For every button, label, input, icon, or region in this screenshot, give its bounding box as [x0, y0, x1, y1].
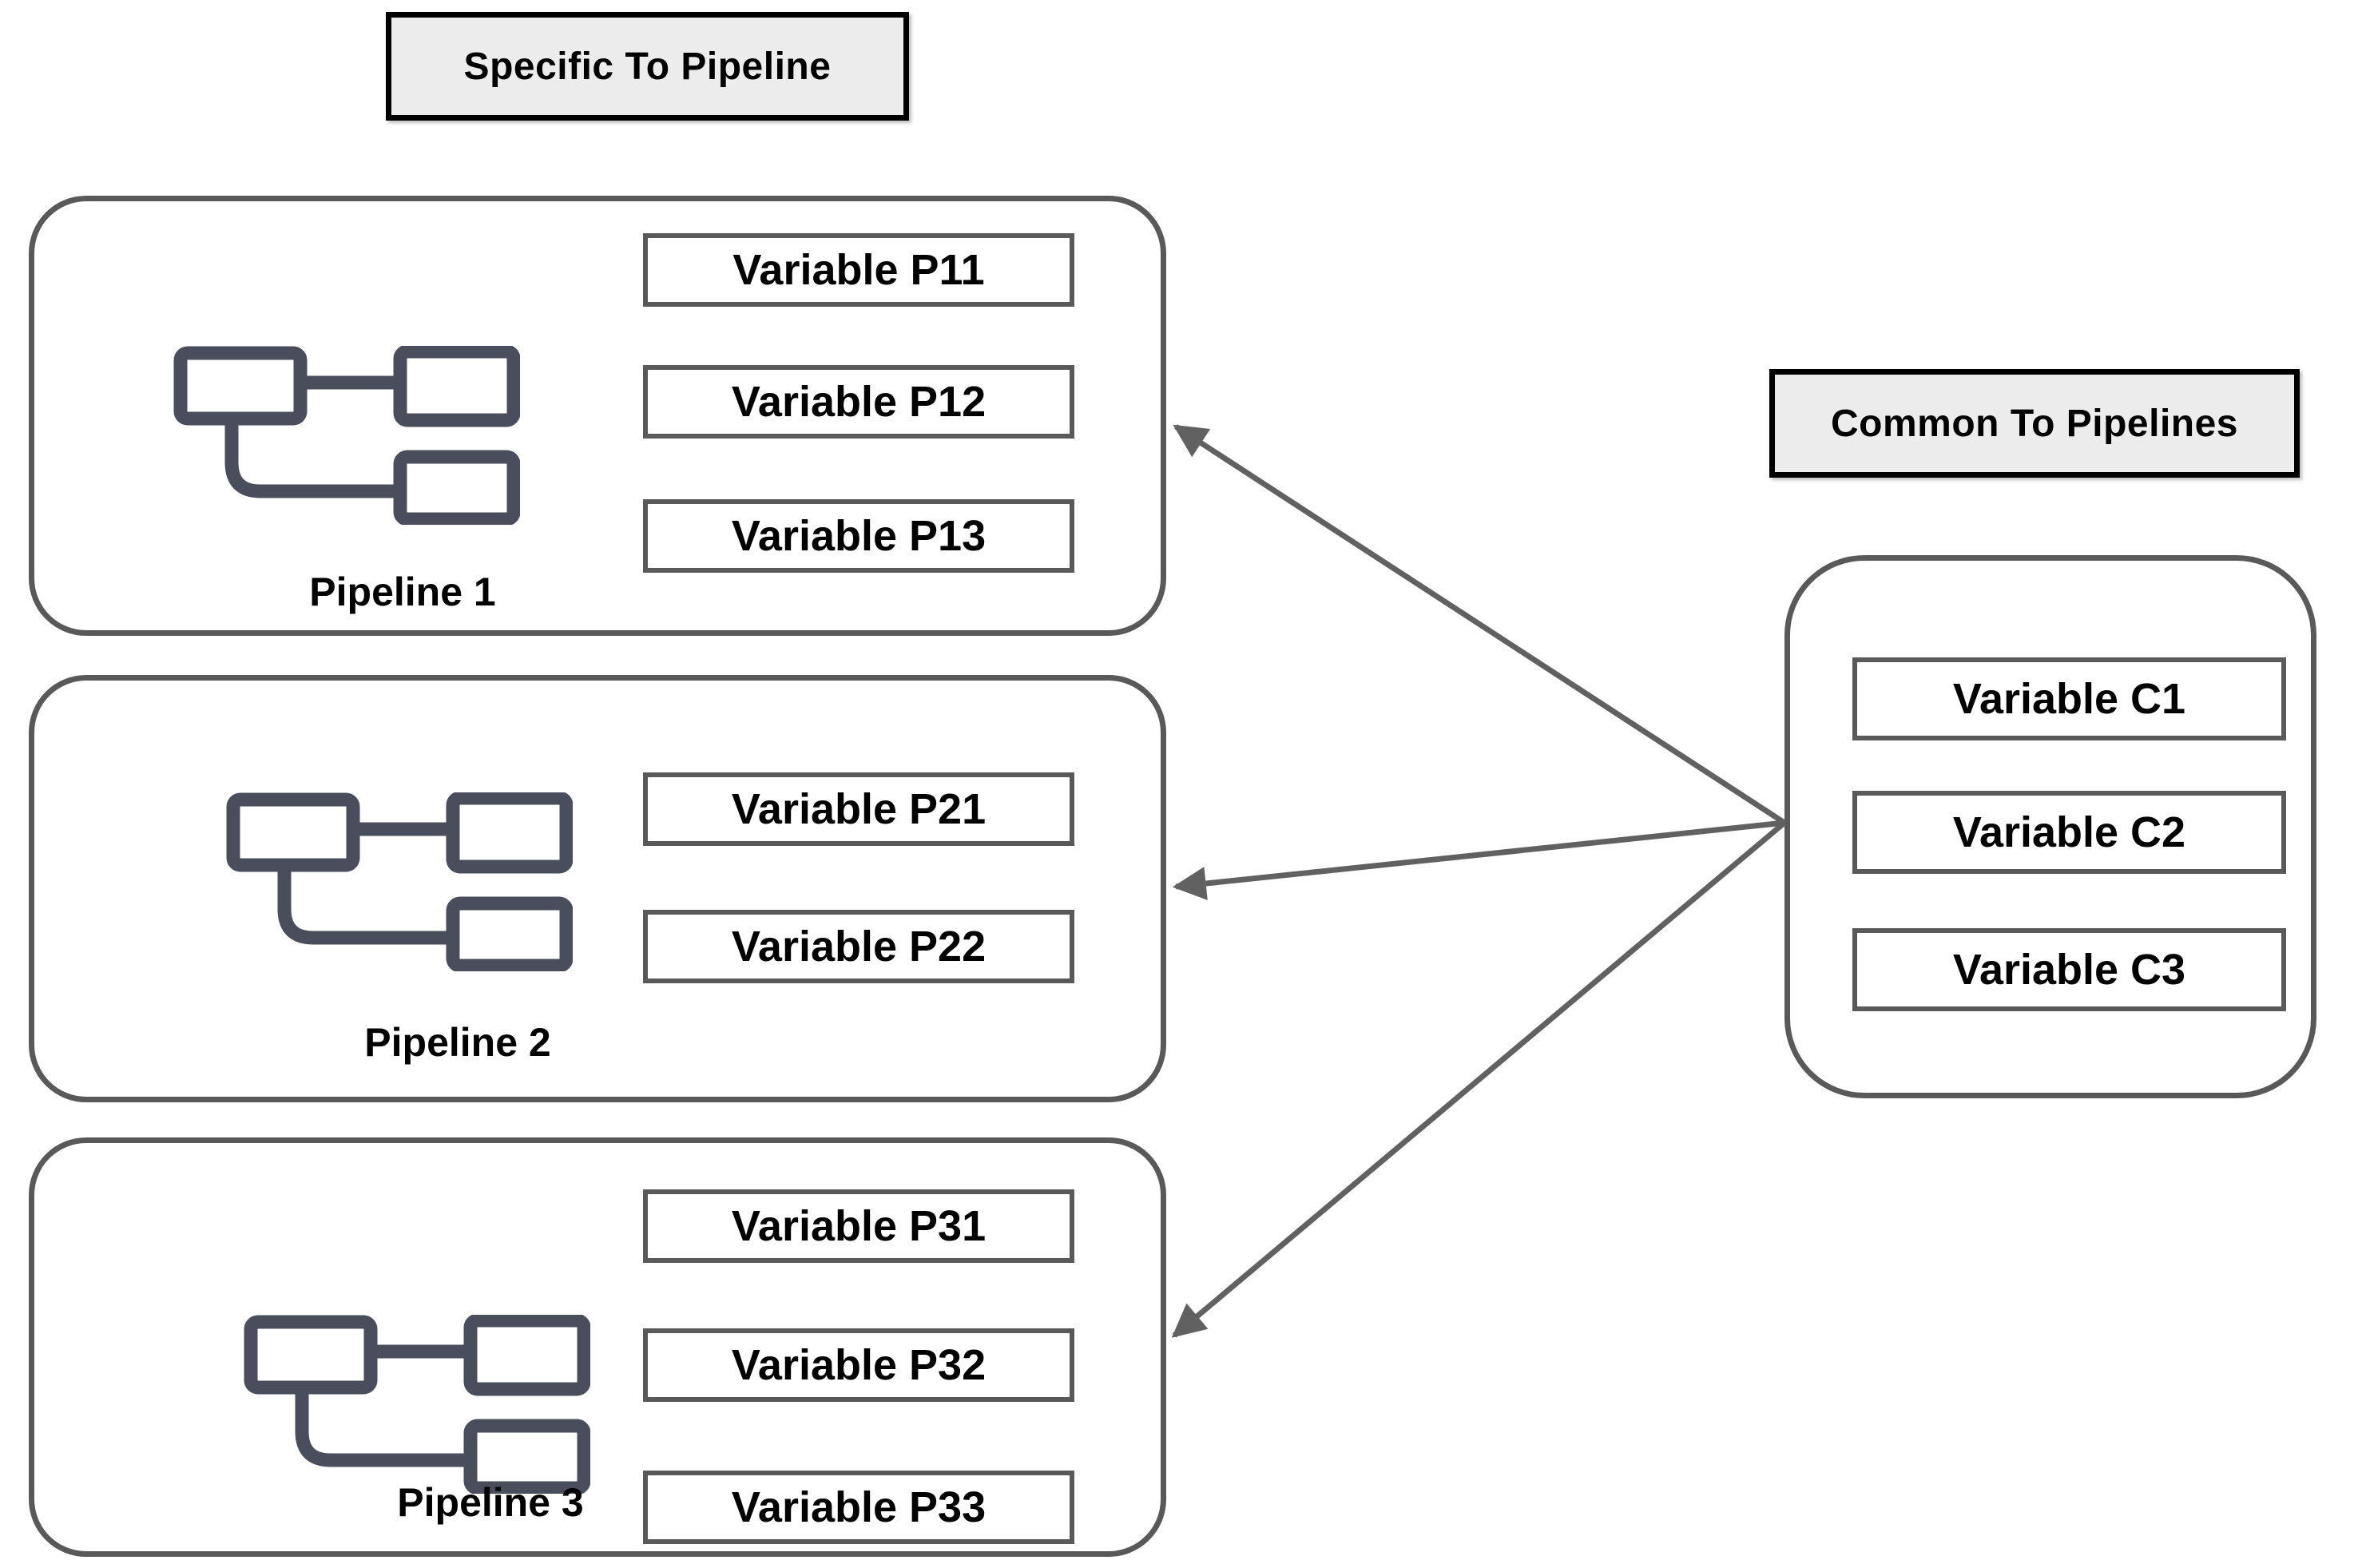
variable-box: Variable P13 — [643, 499, 1074, 573]
variable-box: Variable P31 — [643, 1189, 1074, 1263]
elbow-connector — [224, 416, 405, 498]
variable-box: Variable P21 — [643, 772, 1074, 846]
specific-to-pipeline-header: Specific To Pipeline — [386, 12, 909, 121]
elbow-connector — [277, 863, 458, 945]
arrow-common-to-pipeline-1 — [1173, 424, 1786, 825]
common-to-pipelines-header: Common To Pipelines — [1769, 369, 2300, 478]
icon-node-left — [226, 792, 360, 872]
pipeline-flow-icon — [244, 1313, 591, 1495]
icon-node-bottom-right — [446, 896, 574, 973]
common-card: Variable C1 Variable C2 Variable C3 — [1784, 555, 2316, 1098]
pipeline-1-label: Pipeline 1 — [309, 570, 496, 614]
pipeline-2-card: Variable P21 Variable P22 Pipeline 2 — [29, 675, 1166, 1102]
icon-node-left — [173, 346, 308, 426]
icon-node-top-right — [446, 791, 574, 874]
elbow-connector — [295, 1385, 475, 1467]
variable-box: Variable C3 — [1852, 928, 2286, 1011]
icon-node-left — [244, 1315, 378, 1395]
variable-box: Variable P33 — [643, 1471, 1074, 1544]
icon-node-bottom-right — [463, 1419, 591, 1495]
arrow-common-to-pipeline-3 — [1171, 820, 1787, 1338]
pipeline-3-card: Variable P31 Variable P32 Variable P33 P… — [29, 1137, 1166, 1557]
variable-box: Variable P22 — [643, 910, 1074, 983]
pipeline-3-label: Pipeline 3 — [397, 1480, 584, 1525]
pipeline-flow-icon — [173, 344, 521, 526]
pipeline-1-card: Variable P11 Variable P12 Variable P13 P… — [29, 196, 1166, 636]
pipeline-flow-icon — [226, 791, 574, 973]
variable-box: Variable C1 — [1852, 657, 2286, 740]
variable-box: Variable P32 — [643, 1328, 1074, 1402]
arrow-common-to-pipeline-2 — [1172, 820, 1785, 900]
icon-node-bottom-right — [393, 450, 521, 526]
pipeline-2-label: Pipeline 2 — [364, 1020, 551, 1065]
variable-box: Variable P11 — [643, 233, 1074, 307]
icon-node-top-right — [463, 1313, 591, 1396]
variable-box: Variable C2 — [1852, 791, 2286, 874]
icon-node-top-right — [393, 344, 521, 427]
variable-box: Variable P12 — [643, 365, 1074, 439]
